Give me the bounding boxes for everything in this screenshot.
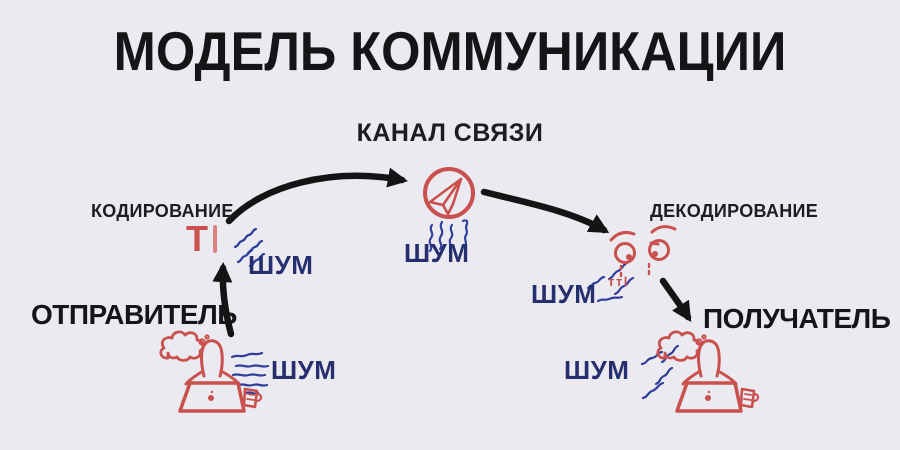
noise-squiggles-encoding-icon: [233, 227, 266, 268]
channel-label: КАНАЛ СВЯЗИ: [356, 119, 544, 147]
person-at-laptop-icon: [159, 330, 263, 413]
person-at-laptop-icon: [656, 330, 760, 413]
noise-squiggles-receiver-icon: [640, 344, 680, 400]
page-title: МОДЕЛЬ КОММУНИКАЦИИ: [113, 20, 787, 82]
noise-label-channel: ШУМ: [404, 238, 470, 268]
noise-squiggles-decoding-icon: [586, 261, 635, 303]
paper-plane-circle-icon: [423, 167, 475, 219]
text-cursor-icon: Т: [186, 221, 217, 257]
encoding-letter-glyph: Т: [186, 218, 208, 259]
text-cursor-bar: [213, 225, 217, 253]
encoding-label: КОДИРОВАНИЕ: [91, 201, 234, 221]
noise-label-sender: ШУМ: [271, 355, 337, 385]
arrow-sender-to-encoding: [212, 261, 235, 338]
decoding-label: ДЕКОДИРОВАНИЕ: [650, 201, 819, 221]
receiver-label: ПОЛУЧАТЕЛЬ: [703, 303, 891, 334]
noise-squiggles-channel-icon: [428, 219, 469, 253]
arrow-decoding-to-receiver: [659, 277, 692, 323]
noise-label-decoding: ШУМ: [531, 279, 597, 309]
noise-label-encoding: ШУМ: [248, 250, 314, 280]
decoded-text-marks: ттl: [608, 274, 629, 289]
reading-eyes-icon: ттl: [608, 225, 677, 289]
arrow-channel-to-decoding: [480, 188, 610, 234]
arrow-encoding-to-channel: [225, 167, 408, 225]
noise-label-receiver: ШУМ: [564, 355, 630, 385]
sender-label: ОТПРАВИТЕЛЬ: [31, 299, 237, 330]
